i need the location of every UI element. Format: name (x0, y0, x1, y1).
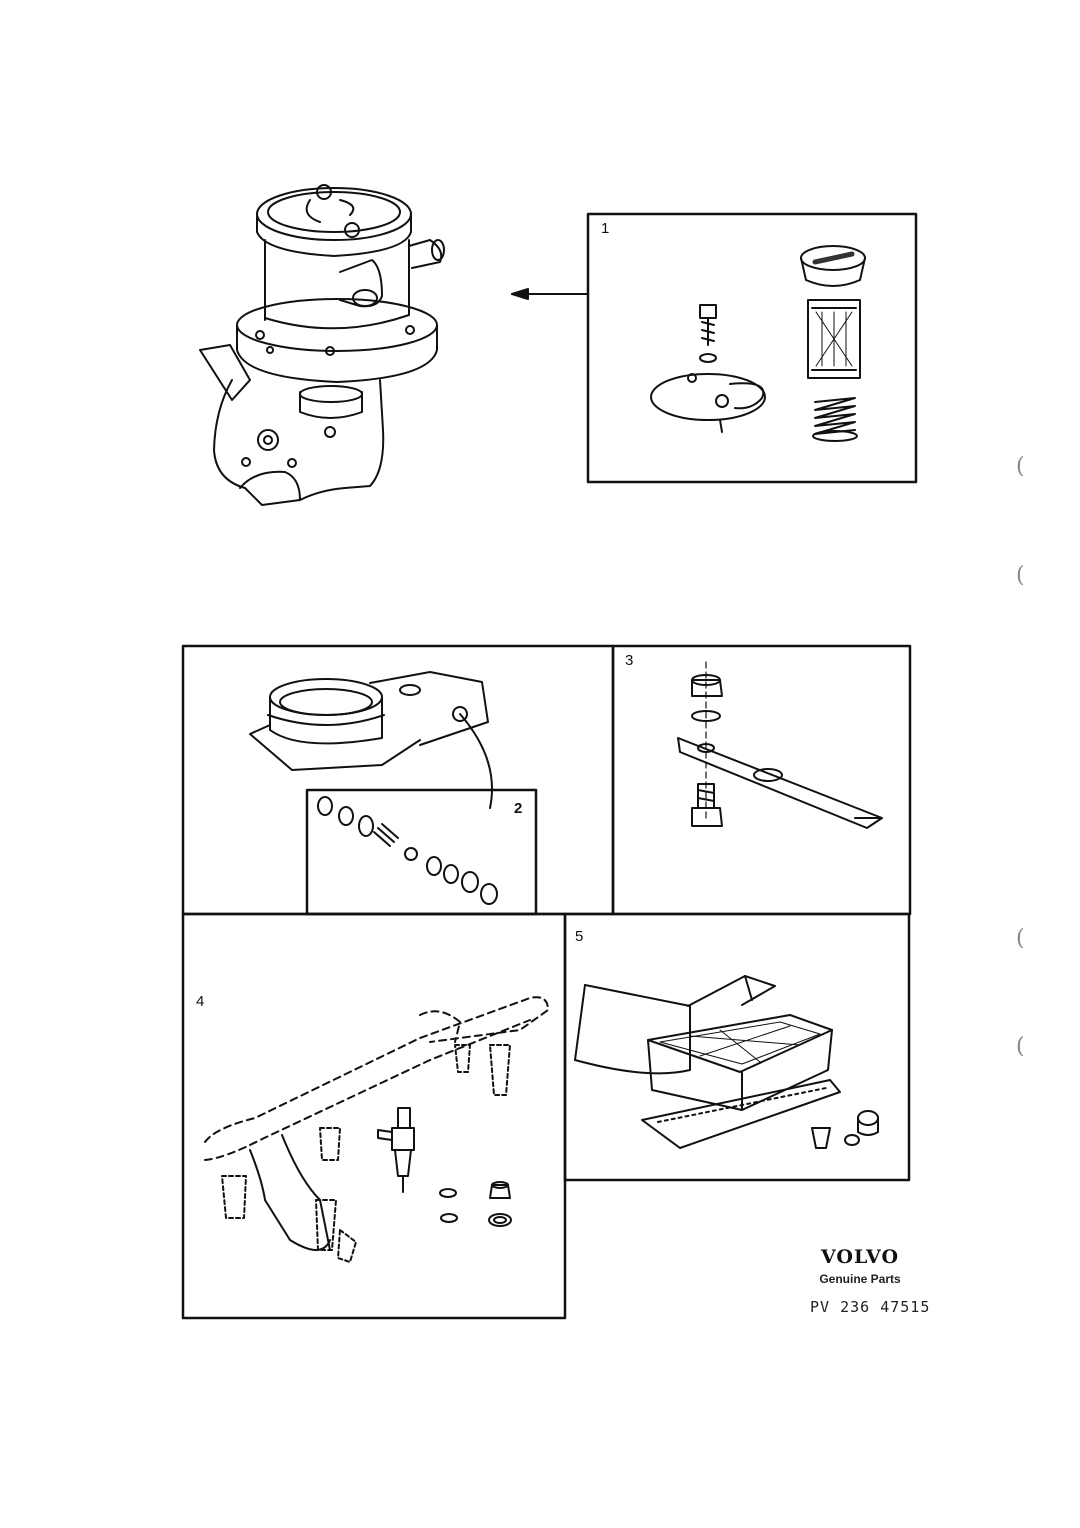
box-4-fuel-rail (181, 912, 567, 1320)
callout-2: 2 (514, 800, 523, 817)
fuel-pump-illustration (199, 184, 445, 506)
volvo-logo: VOLVO (820, 1246, 900, 1268)
box-3-bracket (611, 644, 912, 916)
box-2-valve-housing (181, 644, 615, 916)
box-5-repair-kit (563, 912, 911, 1182)
callout-3: 3 (625, 652, 634, 669)
part-reference: PV 236 47515 (810, 1298, 931, 1316)
margin-mark: ( (1016, 563, 1025, 588)
callout-1: 1 (601, 220, 610, 237)
callout-5: 5 (575, 928, 584, 945)
detail-arrow (511, 288, 589, 300)
margin-mark: ( (1016, 1034, 1025, 1059)
margin-mark: ( (1016, 926, 1025, 951)
callout-4: 4 (196, 993, 205, 1010)
box-1-filter-kit (586, 212, 918, 484)
margin-mark: ( (1016, 454, 1025, 479)
brand-tagline: Genuine Parts (819, 1272, 901, 1286)
